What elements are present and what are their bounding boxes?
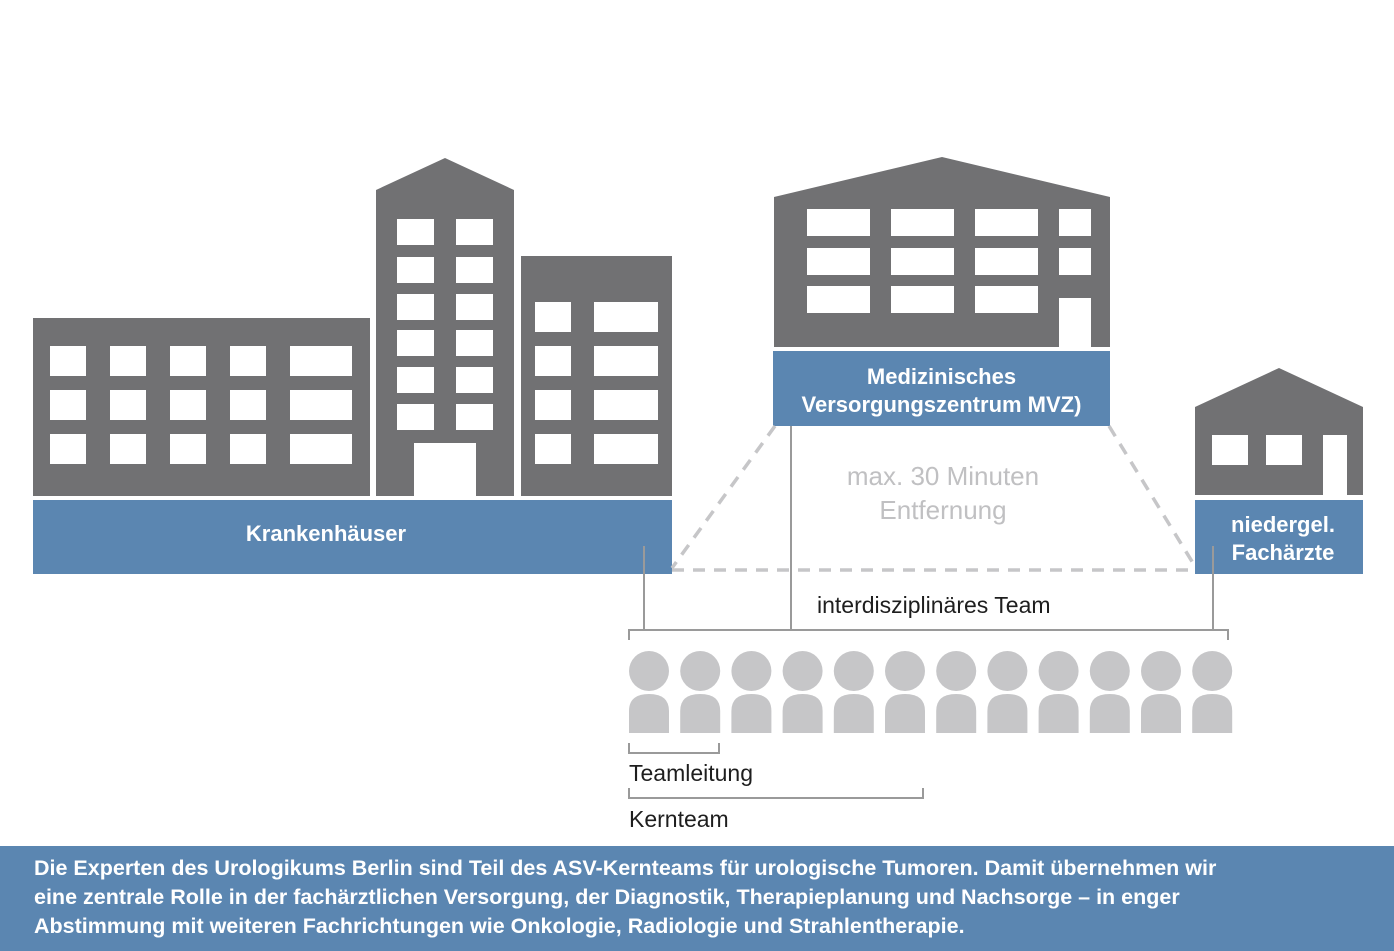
caption-line1: Die Experten des Urologikums Berlin sind…	[34, 856, 1217, 880]
team-member-icon	[833, 651, 874, 733]
mvz-building	[774, 157, 1110, 347]
caption-line2: eine zentrale Rolle in der fachärztliche…	[34, 885, 1180, 909]
team-member-icon	[782, 651, 823, 733]
specialist-practice-building	[1195, 368, 1363, 495]
team-member-icon	[1192, 651, 1233, 733]
mvz-label-line2: Versorgungszentrum MVZ)	[801, 392, 1082, 417]
mvz-label-box	[773, 351, 1110, 426]
team-lead-label: Teamleitung	[629, 760, 754, 786]
hospitals-label-box	[33, 500, 672, 574]
core-team-bracket	[628, 788, 924, 799]
team-members	[629, 651, 1233, 733]
specialists-label-line2: Fachärzte	[1231, 540, 1335, 565]
team-member-icon	[680, 651, 721, 733]
mvz-label: Medizinisches Versorgungszentrum MVZ)	[773, 363, 1110, 419]
hospital-tower	[376, 158, 514, 496]
team-member-icon	[936, 651, 977, 733]
team-member-icon	[629, 651, 669, 733]
mvz-label-line1: Medizinisches	[866, 364, 1017, 389]
specialists-label-box	[1195, 500, 1363, 574]
distance-zone-dashed-lines	[670, 424, 1198, 572]
distance-label-line1: max. 30 Minuten	[846, 461, 1040, 491]
distance-label-line2: Entfernung	[879, 495, 1007, 525]
team-label: interdisziplinäres Team	[817, 592, 1051, 618]
team-member-icon	[731, 651, 772, 733]
core-team-label: Kernteam	[629, 806, 729, 832]
hospital-building-left	[33, 318, 370, 496]
team-member-icon	[987, 651, 1028, 733]
team-lead-bracket	[628, 743, 720, 754]
specialists-label-line1: niedergel.	[1231, 512, 1335, 537]
specialists-label: niedergel. Fachärzte	[1195, 511, 1371, 567]
team-member-icon	[1141, 651, 1181, 733]
hospitals-label: Krankenhäuser	[245, 521, 407, 546]
team-member-icon	[885, 651, 925, 733]
team-member-icon	[1089, 651, 1130, 733]
caption-line3: Abstimmung mit weiteren Fachrichtungen w…	[34, 914, 965, 938]
team-member-icon	[1038, 651, 1079, 733]
caption-banner: Die Experten des Urologikums Berlin sind…	[0, 846, 1394, 951]
distance-label: max. 30 Minuten Entfernung	[800, 459, 1086, 527]
team-connector-lines	[628, 426, 1229, 640]
hospital-building-right	[521, 256, 672, 496]
